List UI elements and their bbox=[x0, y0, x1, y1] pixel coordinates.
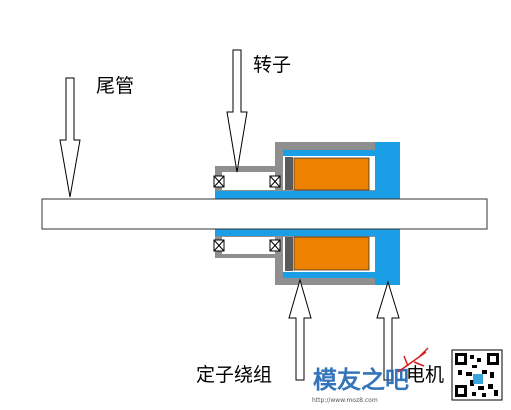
watermark-brand: 模友之吧 bbox=[313, 366, 409, 394]
label-rotor: 转子 bbox=[253, 54, 291, 76]
stator-core-upper bbox=[285, 157, 293, 190]
label-tail-tube: 尾管 bbox=[96, 75, 134, 97]
bearing-icon bbox=[213, 175, 281, 252]
stator-winding-upper bbox=[293, 157, 370, 191]
stator bbox=[285, 157, 370, 271]
watermark-logo-icon bbox=[397, 347, 429, 373]
housing-upper-gap-left bbox=[222, 172, 275, 190]
rotor-cup-upper bbox=[283, 150, 378, 156]
arrow-motor bbox=[376, 280, 400, 381]
housing-lower-gap-left bbox=[222, 237, 275, 254]
qr-code-icon bbox=[451, 349, 503, 401]
tail-tube bbox=[41, 198, 488, 230]
label-stator-winding: 定子绕组 bbox=[196, 364, 272, 386]
arrow-tail-tube bbox=[59, 77, 81, 198]
watermark: 模友之吧 http://www.moz8.com bbox=[312, 347, 503, 404]
rotor-cup-lower bbox=[283, 272, 378, 278]
stator-winding-lower bbox=[293, 236, 370, 271]
arrow-stator-winding bbox=[288, 278, 312, 381]
watermark-url: http://www.moz8.com bbox=[312, 397, 378, 404]
label-motor: 电机 bbox=[406, 364, 444, 386]
arrow-rotor bbox=[226, 49, 248, 173]
stator-core-lower bbox=[285, 237, 293, 271]
